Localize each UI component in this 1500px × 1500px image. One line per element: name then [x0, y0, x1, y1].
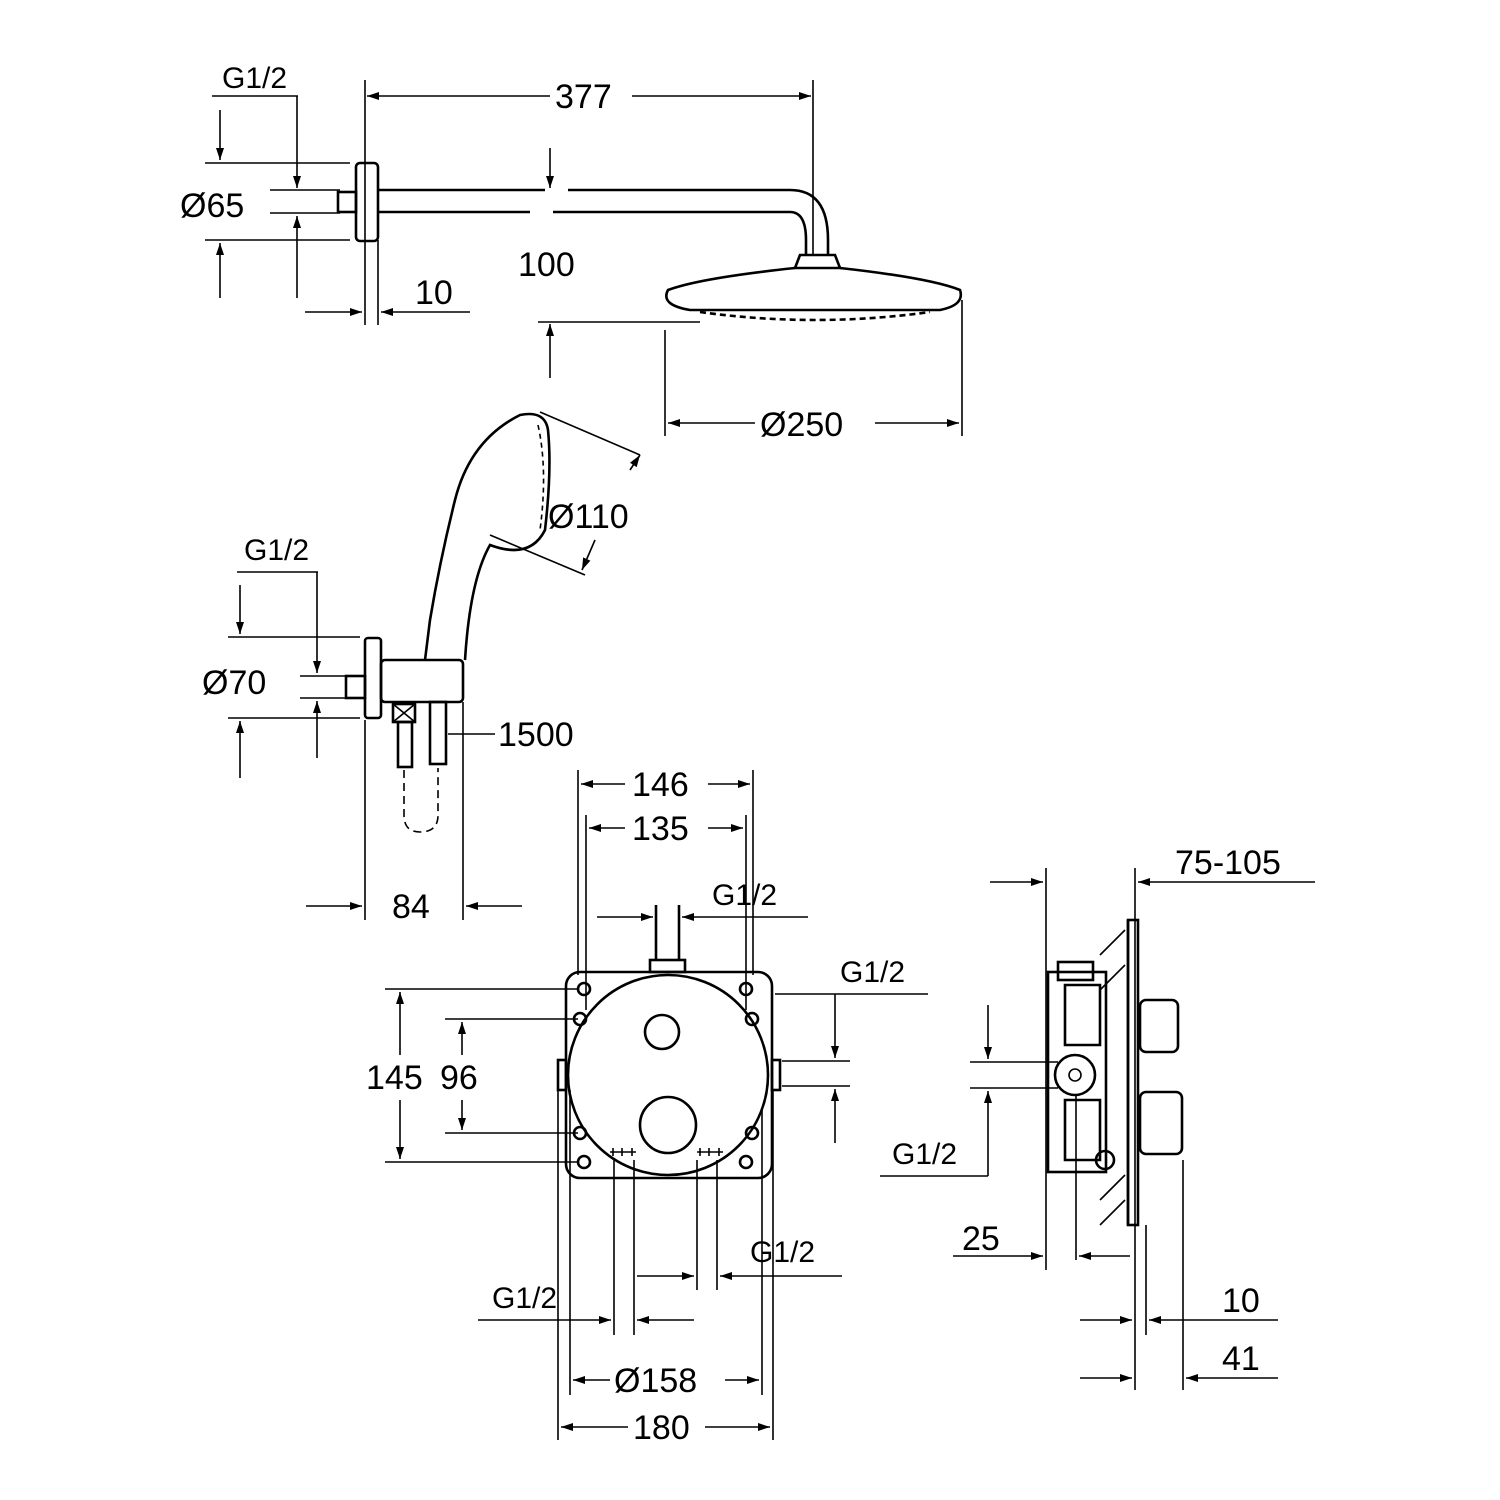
dim-top-thread: G1/2	[712, 879, 777, 912]
dim-width-inner: 135	[632, 810, 689, 848]
head-shower-body	[665, 266, 963, 312]
install-box-side	[1046, 970, 1108, 1174]
head-joint	[793, 253, 842, 270]
side-flow-handle[interactable]	[1138, 998, 1180, 1054]
hand-wall-connector	[344, 674, 367, 700]
dim-hand-projection: 84	[392, 888, 430, 926]
dim-flange-diameter: Ø65	[180, 187, 244, 225]
cover-plate	[566, 973, 770, 1177]
cover-plate-side	[1126, 918, 1140, 1227]
head-shower-view: 377 G1/2 Ø65 100 10 Ø250	[180, 62, 963, 444]
thermostat-front-view: 146 135 G1/2 G1/2 145 96 G1	[366, 766, 928, 1447]
hand-shower-holder	[379, 658, 465, 704]
shower-arm	[378, 188, 830, 255]
dim-plate-thickness: 10	[1222, 1282, 1260, 1320]
dim-side-thread: G1/2	[892, 1138, 957, 1171]
hand-wall-flange	[363, 636, 383, 720]
head-nozzles	[699, 310, 931, 322]
dim-hand-head-diameter: Ø110	[548, 498, 629, 536]
dim-hand-flange-diameter: Ø70	[202, 664, 266, 702]
dim-flange-depth: 10	[415, 274, 453, 312]
wall-flange	[354, 161, 380, 243]
dim-bottom-left-thread: G1/2	[492, 1282, 557, 1315]
dim-offset: 25	[962, 1220, 1000, 1258]
side-cartridges	[1063, 983, 1102, 1162]
dim-hand-thread: G1/2	[244, 534, 309, 567]
dim-box-width: 180	[633, 1409, 690, 1447]
dim-drop: 100	[518, 246, 575, 284]
dim-handle-projection: 41	[1222, 1340, 1260, 1378]
dim-bottom-right-thread: G1/2	[750, 1236, 815, 1269]
hand-shower-view: 1500 Ø110 G1/2 Ø70 84	[202, 411, 641, 926]
hand-shower	[423, 412, 551, 661]
hose-right	[428, 700, 448, 766]
flow-handle[interactable]	[643, 1013, 681, 1051]
bottom-outlets	[610, 1148, 723, 1156]
dim-thread: G1/2	[222, 62, 287, 95]
dim-height-outer: 145	[366, 1059, 423, 1097]
wall-connector	[336, 190, 358, 214]
right-inlet	[770, 1058, 782, 1092]
dim-hose-length: 1500	[498, 716, 574, 754]
side-top-outlet	[1056, 960, 1095, 982]
hose-left	[396, 720, 414, 769]
screw-holes	[572, 981, 760, 1170]
dim-height-inner: 96	[440, 1059, 478, 1097]
dim-plate-diameter: Ø158	[614, 1362, 697, 1400]
side-outlet-fitting	[1053, 1053, 1097, 1097]
thermostat-side-view: 75-105 G1/2 25 10 41	[880, 844, 1315, 1390]
dim-width-outer: 146	[632, 766, 689, 804]
dim-install-depth: 75-105	[1175, 844, 1281, 882]
temperature-handle[interactable]	[638, 1095, 698, 1155]
dim-head-diameter: Ø250	[760, 406, 843, 444]
side-temperature-handle[interactable]	[1138, 1090, 1184, 1156]
left-inlet	[556, 1058, 568, 1092]
dim-right-thread: G1/2	[840, 956, 905, 989]
top-outlet	[648, 958, 687, 974]
dim-arm-length: 377	[555, 78, 612, 116]
